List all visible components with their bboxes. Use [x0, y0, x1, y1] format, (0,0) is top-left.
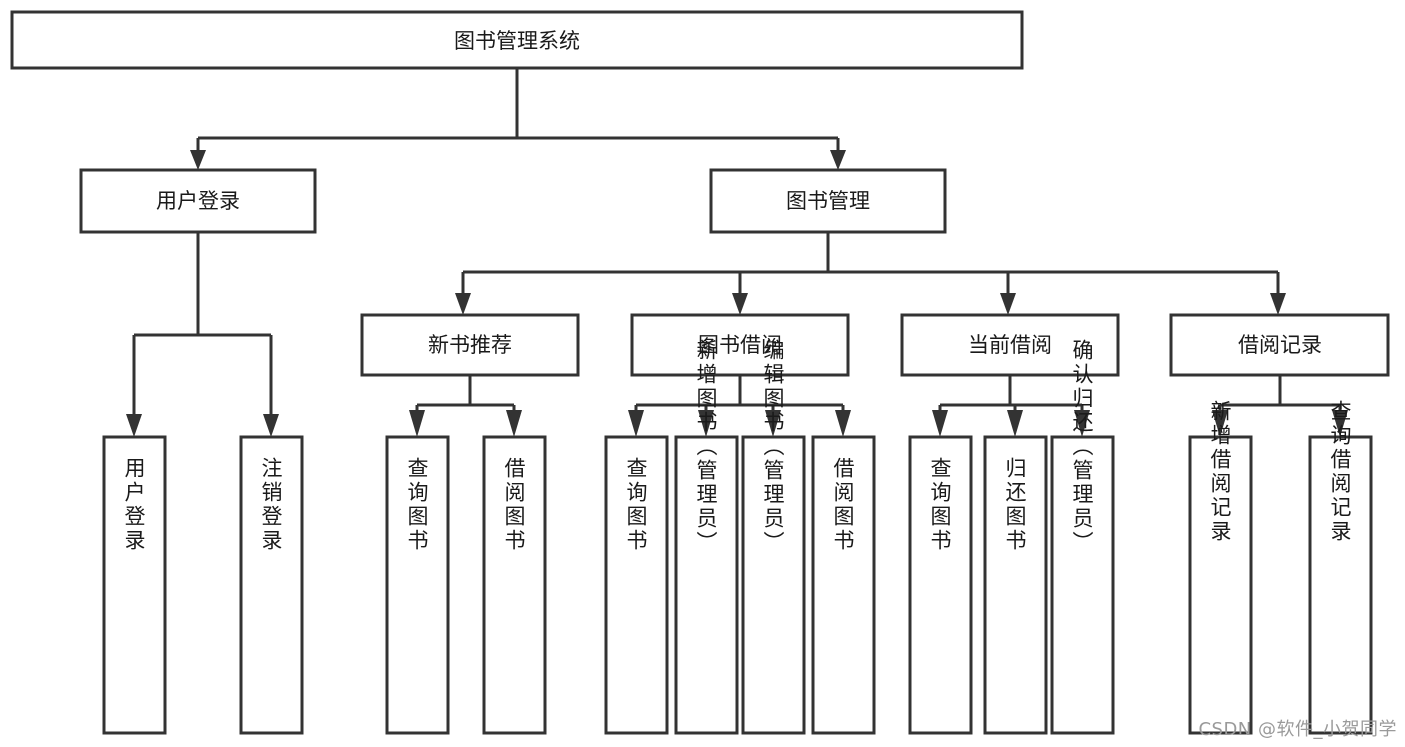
- node-borrow-record-box[interactable]: [1169, 313, 1390, 377]
- arrowhead-borrow-record: [1270, 293, 1286, 315]
- node-leaf-user-login-box[interactable]: [102, 435, 167, 735]
- arrowhead-leaf-confirm-return: [1074, 410, 1090, 437]
- node-leaf-confirm-return-label: 确认归还（管理员）: [1070, 339, 1094, 555]
- node-root-box[interactable]: [10, 10, 1024, 70]
- node-leaf-borrow-book-1-box[interactable]: [482, 435, 547, 735]
- node-borrow-record-label: 借阅记录: [1238, 333, 1322, 357]
- node-leaf-add-record-box[interactable]: [1188, 435, 1253, 735]
- node-leaf-return-book-label: 归还图书: [1003, 457, 1027, 553]
- arrowhead-leaf-edit-book: [765, 410, 781, 437]
- arrowhead-leaf-query-book-3: [932, 410, 948, 437]
- node-leaf-confirm-return[interactable]: 确认归还（管理员）: [1050, 339, 1115, 735]
- node-leaf-query-book-3-box[interactable]: [908, 435, 973, 735]
- node-leaf-user-logout-box[interactable]: [239, 435, 304, 735]
- node-leaf-add-book[interactable]: 新增图书（管理员）: [674, 339, 739, 735]
- node-leaf-query-book-2-label: 查询图书: [624, 457, 648, 553]
- node-current-borrow[interactable]: 当前借阅: [900, 313, 1120, 377]
- node-leaf-add-book-box[interactable]: [674, 435, 739, 735]
- node-new-book-recommend-box[interactable]: [360, 313, 580, 377]
- node-new-book-recommend-label: 新书推荐: [428, 333, 512, 357]
- arrowhead-leaf-user-logout: [263, 414, 279, 437]
- arrowhead-leaf-query-book-1: [409, 410, 425, 437]
- node-leaf-query-book-3[interactable]: 查询图书: [908, 435, 973, 735]
- node-leaf-query-book-2-box[interactable]: [604, 435, 669, 735]
- arrowhead-leaf-query-record: [1332, 410, 1348, 437]
- node-leaf-add-record[interactable]: 新增借阅记录: [1188, 400, 1253, 735]
- node-borrow-record[interactable]: 借阅记录: [1169, 313, 1390, 377]
- node-leaf-edit-book-label: 编辑图书（管理员）: [761, 339, 785, 555]
- node-leaf-query-book-1-label: 查询图书: [405, 457, 429, 553]
- node-leaf-user-logout-label: 注销登录: [259, 457, 283, 553]
- node-leaf-query-book-1-box[interactable]: [385, 435, 450, 735]
- node-leaf-return-book-box[interactable]: [983, 435, 1048, 735]
- node-leaf-query-record-label: 查询借阅记录: [1328, 400, 1352, 544]
- node-leaf-edit-book[interactable]: 编辑图书（管理员）: [741, 339, 806, 735]
- node-user-login[interactable]: 用户登录: [79, 168, 317, 234]
- arrowhead-leaf-add-book: [698, 410, 714, 437]
- node-leaf-return-book[interactable]: 归还图书: [983, 435, 1048, 735]
- node-book-borrow-label: 图书借阅: [698, 333, 782, 357]
- node-leaf-user-logout[interactable]: 注销登录: [239, 435, 304, 735]
- node-leaf-add-book-label: 新增图书（管理员）: [694, 339, 718, 555]
- node-current-borrow-label: 当前借阅: [968, 333, 1052, 357]
- node-leaf-borrow-book-2[interactable]: 借阅图书: [811, 435, 876, 735]
- node-new-book-recommend[interactable]: 新书推荐: [360, 313, 580, 377]
- csdn-watermark: CSDN @软件_小贺同学: [1198, 719, 1397, 740]
- node-leaf-query-book-3-label: 查询图书: [928, 457, 952, 553]
- arrowhead-leaf-return-book: [1007, 410, 1023, 437]
- node-leaf-query-record-box[interactable]: [1308, 435, 1373, 735]
- node-leaf-edit-book-box[interactable]: [741, 435, 806, 735]
- arrowhead-leaf-query-book-2: [628, 410, 644, 437]
- arrowhead-current-borrow: [1000, 293, 1016, 315]
- node-user-login-box[interactable]: [79, 168, 317, 234]
- node-root-label: 图书管理系统: [454, 29, 580, 53]
- node-current-borrow-box[interactable]: [900, 313, 1120, 377]
- arrowhead-leaf-add-record: [1212, 410, 1228, 437]
- node-leaf-query-book-2[interactable]: 查询图书: [604, 435, 669, 735]
- node-leaf-borrow-book-1-label: 借阅图书: [502, 457, 526, 553]
- arrowhead-book-borrow: [732, 293, 748, 315]
- node-leaf-borrow-book-1[interactable]: 借阅图书: [482, 435, 547, 735]
- arrowhead-user-login: [190, 150, 206, 170]
- node-book-borrow-box[interactable]: [630, 313, 850, 377]
- node-leaf-user-login[interactable]: 用户登录: [102, 435, 167, 735]
- node-leaf-query-record[interactable]: 查询借阅记录: [1308, 400, 1373, 735]
- node-book-borrow[interactable]: 图书借阅: [630, 313, 850, 377]
- arrowhead-book-management: [830, 150, 846, 170]
- node-leaf-borrow-book-2-label: 借阅图书: [831, 457, 855, 553]
- arrowhead-leaf-user-login: [126, 414, 142, 437]
- node-leaf-query-book-1[interactable]: 查询图书: [385, 435, 450, 735]
- arrowhead-new-book-recommend: [455, 293, 471, 315]
- node-leaf-user-login-label: 用户登录: [122, 457, 146, 553]
- node-leaf-add-record-label: 新增借阅记录: [1208, 400, 1232, 544]
- arrowhead-leaf-borrow-book-2: [835, 410, 851, 437]
- node-user-login-label: 用户登录: [156, 189, 240, 213]
- node-leaf-borrow-book-2-box[interactable]: [811, 435, 876, 735]
- node-book-management-label: 图书管理: [786, 189, 870, 213]
- connector-layer: [126, 68, 1348, 437]
- node-root[interactable]: 图书管理系统: [10, 10, 1024, 70]
- node-leaf-confirm-return-box[interactable]: [1050, 435, 1115, 735]
- arrowhead-leaf-borrow-book-1: [506, 410, 522, 437]
- node-book-management[interactable]: 图书管理: [709, 168, 947, 234]
- node-book-management-box[interactable]: [709, 168, 947, 234]
